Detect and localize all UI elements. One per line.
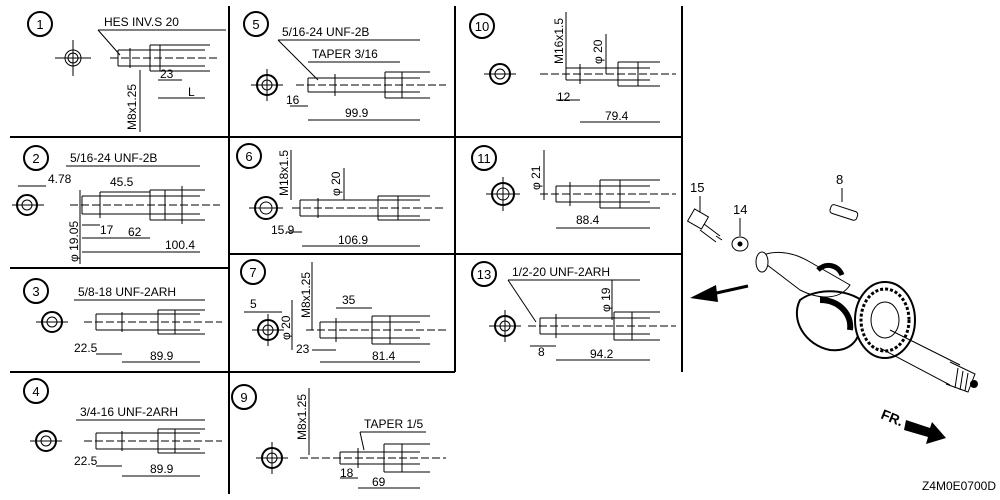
panel-11: 11 φ 21 88.4 bbox=[471, 145, 676, 229]
svg-text:5: 5 bbox=[250, 297, 257, 311]
crankshaft-assembly: 15 14 8 bbox=[686, 172, 978, 444]
spec-label: 5/16-24 UNF-2B bbox=[282, 25, 369, 39]
svg-text:62: 62 bbox=[128, 225, 142, 239]
panel-4: 4 3/4-16 UNF-2ARH 22.5 89.9 bbox=[23, 378, 222, 477]
panel-number: 11 bbox=[477, 151, 491, 166]
crankshaft bbox=[755, 251, 978, 393]
svg-text:69: 69 bbox=[372, 475, 386, 489]
panel-number: 5 bbox=[252, 17, 259, 32]
panel-6: 6 M18x1.5 φ 20 15.9 106.9 bbox=[236, 143, 446, 247]
panel-number: 4 bbox=[32, 384, 39, 399]
spec-label: M16x1.5 bbox=[552, 18, 566, 64]
svg-text:12: 12 bbox=[557, 90, 571, 104]
svg-text:89.9: 89.9 bbox=[150, 349, 174, 363]
svg-text:81.4: 81.4 bbox=[372, 349, 396, 363]
svg-text:17: 17 bbox=[100, 223, 114, 237]
washer-part: 14 bbox=[731, 202, 749, 252]
svg-text:φ 20: φ 20 bbox=[591, 39, 605, 64]
spec-label: M8x1.25 bbox=[299, 272, 313, 318]
svg-text:35: 35 bbox=[342, 293, 356, 307]
svg-text:φ 19.05: φ 19.05 bbox=[67, 221, 81, 262]
svg-text:φ 20: φ 20 bbox=[329, 171, 343, 196]
front-direction-indicator: FR. bbox=[879, 406, 946, 444]
svg-text:8: 8 bbox=[836, 172, 843, 187]
svg-text:100.4: 100.4 bbox=[165, 238, 195, 252]
panel-2: 2 5/16-24 UNF-2B 4.78 45.5 17 62 100.4 φ… bbox=[12, 145, 220, 264]
key-part: 8 bbox=[829, 172, 859, 221]
panel-1: 1 HES INV.S 20 23 L M8x1.25 bbox=[27, 11, 226, 132]
svg-text:φ 20: φ 20 bbox=[279, 315, 293, 340]
direction-arrow bbox=[690, 284, 749, 302]
spec-label: 5/8-18 UNF-2ARH bbox=[78, 285, 176, 299]
svg-text:15.9: 15.9 bbox=[271, 223, 295, 237]
panel-9: 9 M8x1.25 TAPER 1/5 18 69 bbox=[231, 384, 446, 489]
diagram-code: Z4M0E0700D bbox=[922, 479, 996, 493]
panel-number: 1 bbox=[36, 17, 43, 32]
spec-label: M18x1.5 bbox=[277, 150, 291, 196]
svg-text:94.2: 94.2 bbox=[590, 347, 614, 361]
svg-text:L: L bbox=[188, 85, 195, 99]
svg-text:φ 21: φ 21 bbox=[529, 165, 543, 190]
svg-text:4.78: 4.78 bbox=[48, 172, 72, 186]
front-label: FR. bbox=[879, 406, 906, 429]
svg-text:23: 23 bbox=[160, 67, 174, 81]
spec-label: HES INV.S 20 bbox=[104, 15, 179, 29]
panel-number: 10 bbox=[475, 19, 489, 34]
svg-text:99.9: 99.9 bbox=[345, 106, 369, 120]
panel-number: 6 bbox=[245, 149, 252, 164]
svg-text:16: 16 bbox=[286, 93, 300, 107]
taper-label: TAPER 1/5 bbox=[364, 417, 423, 431]
svg-text:88.4: 88.4 bbox=[576, 213, 600, 227]
spec-label: 3/4-16 UNF-2ARH bbox=[80, 405, 178, 419]
panel-number: 2 bbox=[32, 151, 39, 166]
svg-text:M8x1.25: M8x1.25 bbox=[125, 84, 139, 130]
svg-text:φ 19: φ 19 bbox=[599, 287, 613, 312]
svg-text:14: 14 bbox=[733, 202, 747, 217]
taper-label: TAPER 3/16 bbox=[312, 47, 378, 61]
svg-text:89.9: 89.9 bbox=[150, 462, 174, 476]
panel-number: 13 bbox=[477, 267, 491, 282]
panel-3: 3 5/8-18 UNF-2ARH 22.5 89.9 bbox=[23, 278, 222, 363]
panel-number: 3 bbox=[32, 284, 39, 299]
panel-5: 5 5/16-24 UNF-2B TAPER 3/16 16 99.9 bbox=[243, 11, 446, 121]
svg-text:8: 8 bbox=[538, 345, 545, 359]
panel-10: 10 M16x1.5 φ 20 12 79.4 bbox=[469, 12, 676, 123]
panel-grid bbox=[10, 6, 683, 494]
svg-text:15: 15 bbox=[690, 180, 704, 195]
svg-text:23: 23 bbox=[296, 342, 310, 356]
panel-number: 9 bbox=[240, 390, 247, 405]
svg-text:45.5: 45.5 bbox=[110, 175, 134, 189]
panel-13: 13 1/2-20 UNF-2ARH φ 19 8 94.2 bbox=[471, 261, 676, 361]
spec-label: 5/16-24 UNF-2B bbox=[70, 151, 157, 165]
bolt-part: 15 bbox=[686, 180, 723, 243]
spec-label: M8x1.25 bbox=[295, 394, 309, 440]
spec-label: 1/2-20 UNF-2ARH bbox=[512, 265, 610, 279]
panel-7: 7 5 φ 20 M8x1.25 35 23 81.4 bbox=[240, 259, 446, 363]
svg-text:22.5: 22.5 bbox=[74, 341, 98, 355]
svg-text:106.9: 106.9 bbox=[338, 233, 368, 247]
svg-text:79.4: 79.4 bbox=[605, 109, 629, 123]
panel-number: 7 bbox=[249, 265, 256, 280]
svg-text:22.5: 22.5 bbox=[74, 454, 98, 468]
svg-text:18: 18 bbox=[340, 466, 354, 480]
